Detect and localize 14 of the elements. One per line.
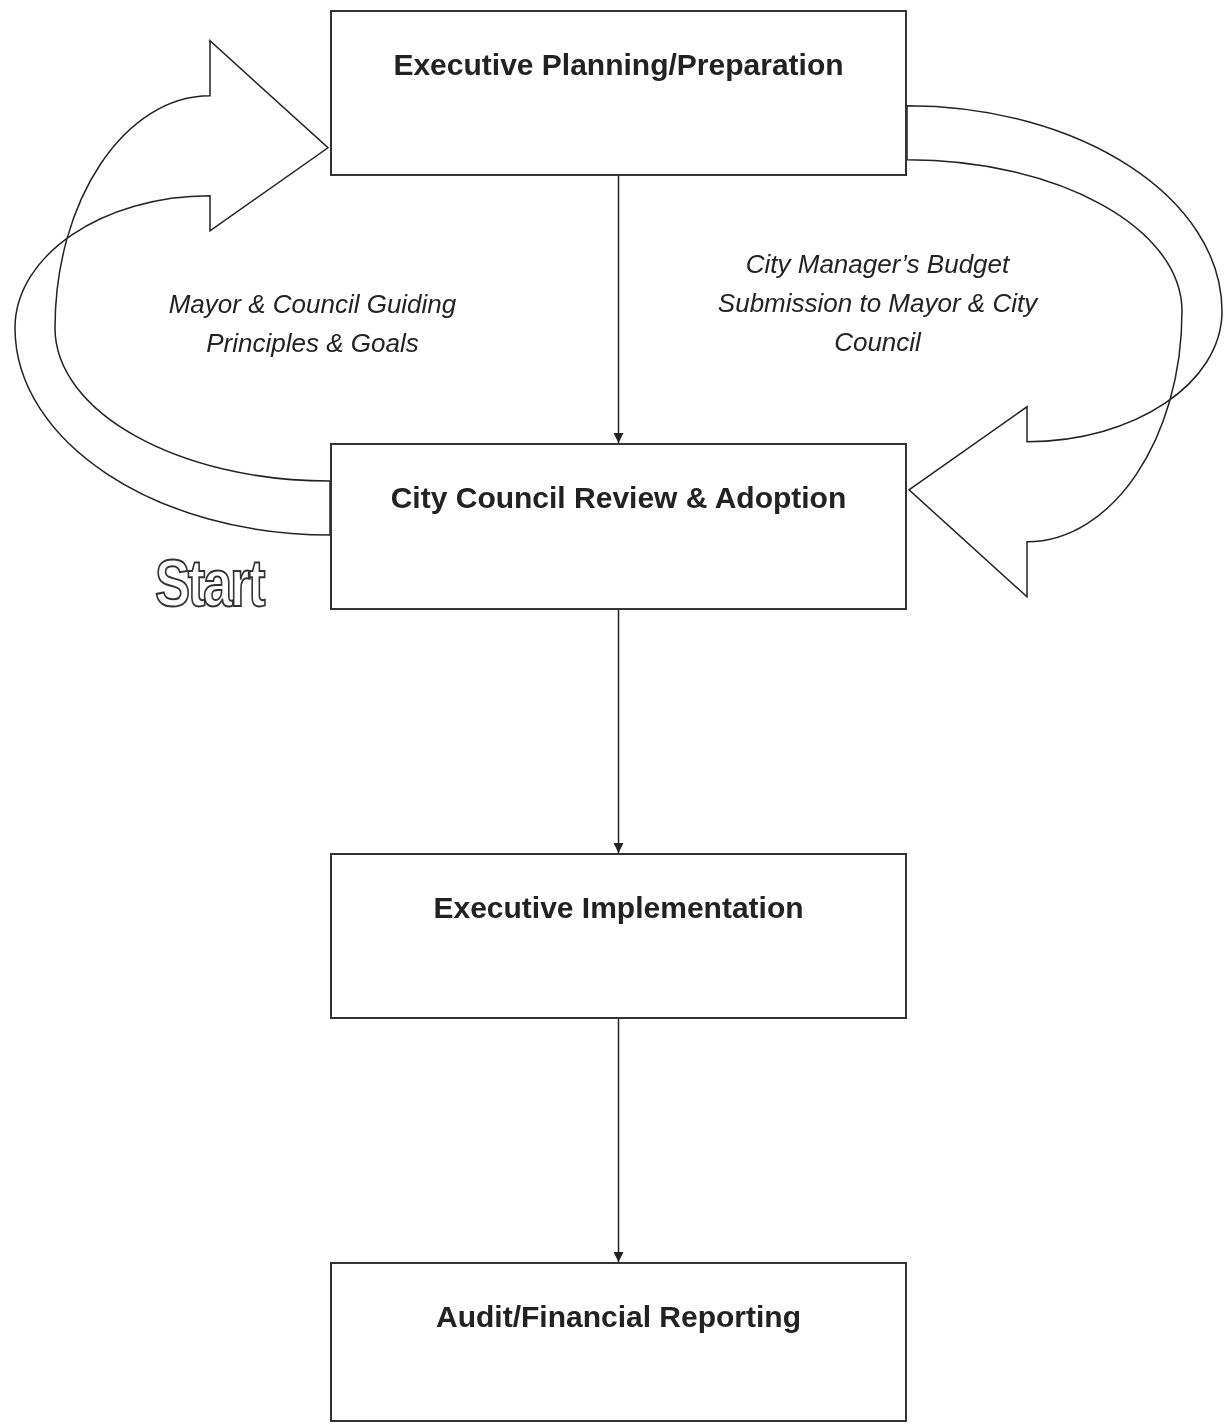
curved-block-arrow (14, 40, 331, 536)
process-box (330, 443, 907, 610)
box-title: Audit/Financial Reporting (435, 1300, 802, 1334)
arrow (613, 609, 624, 854)
box-title: Executive Implementation (432, 891, 805, 925)
box-title: Executive Planning/Preparation (392, 48, 845, 82)
process-box (330, 1262, 907, 1422)
box-title: City Council Review & Adoption (389, 481, 848, 515)
curved-block-arrow (906, 105, 1223, 598)
start-label: Start (155, 545, 264, 621)
process-box (330, 853, 907, 1019)
arrow (613, 175, 624, 444)
process-box (330, 10, 907, 176)
arrow (613, 1018, 624, 1263)
